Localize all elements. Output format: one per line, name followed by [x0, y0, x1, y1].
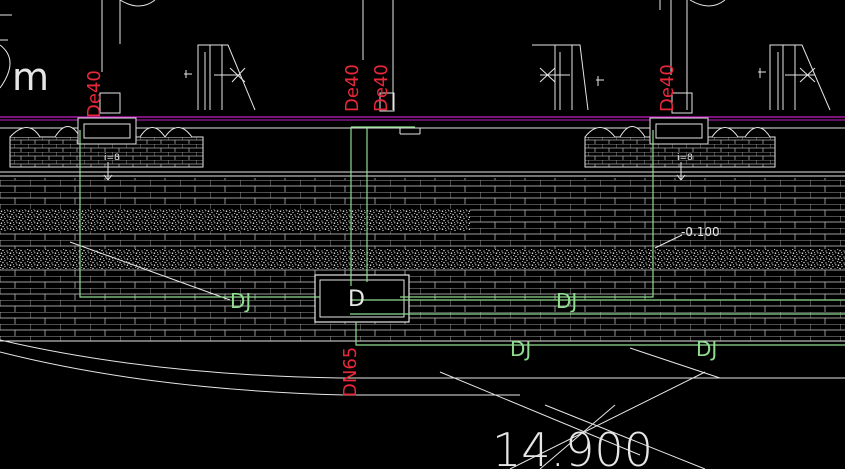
pipe-size-label-3: De40 [371, 64, 392, 112]
upper-structures [0, 0, 831, 114]
pipe-size-label-2: De40 [342, 64, 363, 112]
drain-size-label: DN65 [340, 347, 361, 397]
pipe-code-label-4: DJ [696, 337, 717, 361]
pipe-code-label-1: DJ [230, 289, 251, 313]
brick-foundation-left [9, 117, 204, 168]
drain-pipes [79, 126, 845, 346]
brick-wall [0, 171, 845, 342]
partial-letter: m [12, 55, 49, 99]
slope-label-2: i=8 [677, 153, 693, 163]
slope-label-1: i=8 [104, 153, 120, 163]
pipe-size-label-4: De40 [657, 64, 678, 112]
pipe-size-label-1: De40 [84, 70, 105, 118]
elevation-mark: -0.100 [681, 225, 720, 239]
pipe-code-label-3: DJ [510, 337, 531, 361]
ground-lines [0, 234, 845, 469]
pit-letter: D [348, 287, 365, 312]
pipe-code-label-2: DJ [556, 289, 577, 313]
brick-foundation-right [584, 117, 776, 168]
level-value: 14.900 [492, 423, 653, 469]
